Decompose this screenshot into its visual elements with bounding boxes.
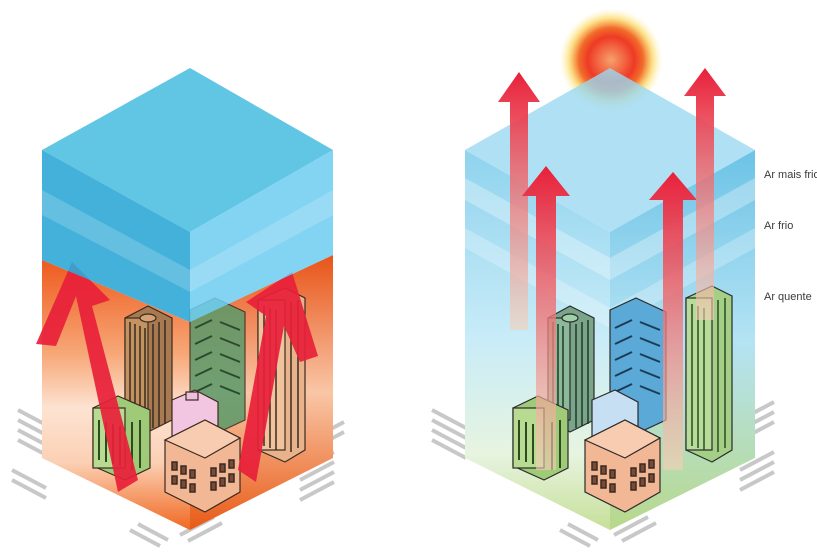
heat-arrow-up-4 [684, 68, 726, 320]
label-warm-air: Ar quente [764, 291, 812, 303]
label-cold-air: Ar frio [764, 220, 794, 232]
rising-heat-arrows [498, 68, 726, 470]
heat-arrow-up-3 [649, 172, 697, 470]
inversion-band-left [42, 190, 333, 292]
heat-arrow-down-right [238, 272, 318, 482]
heat-arrow-up-1 [498, 72, 540, 330]
heat-arrow-down-left [36, 262, 138, 492]
left-column-heat-trapped [11, 68, 345, 548]
heat-arrow-up-2 [522, 166, 570, 470]
ground-hatch-right [431, 400, 775, 548]
trapped-heat-arrows [36, 262, 318, 492]
inversion-layer-front-left [42, 150, 190, 322]
right-column-heat-escapes [431, 8, 775, 548]
label-colder-air: Ar mais frio [764, 169, 817, 181]
inversion-layer-front-right [190, 150, 333, 322]
inversion-layer-top-left [42, 68, 333, 232]
